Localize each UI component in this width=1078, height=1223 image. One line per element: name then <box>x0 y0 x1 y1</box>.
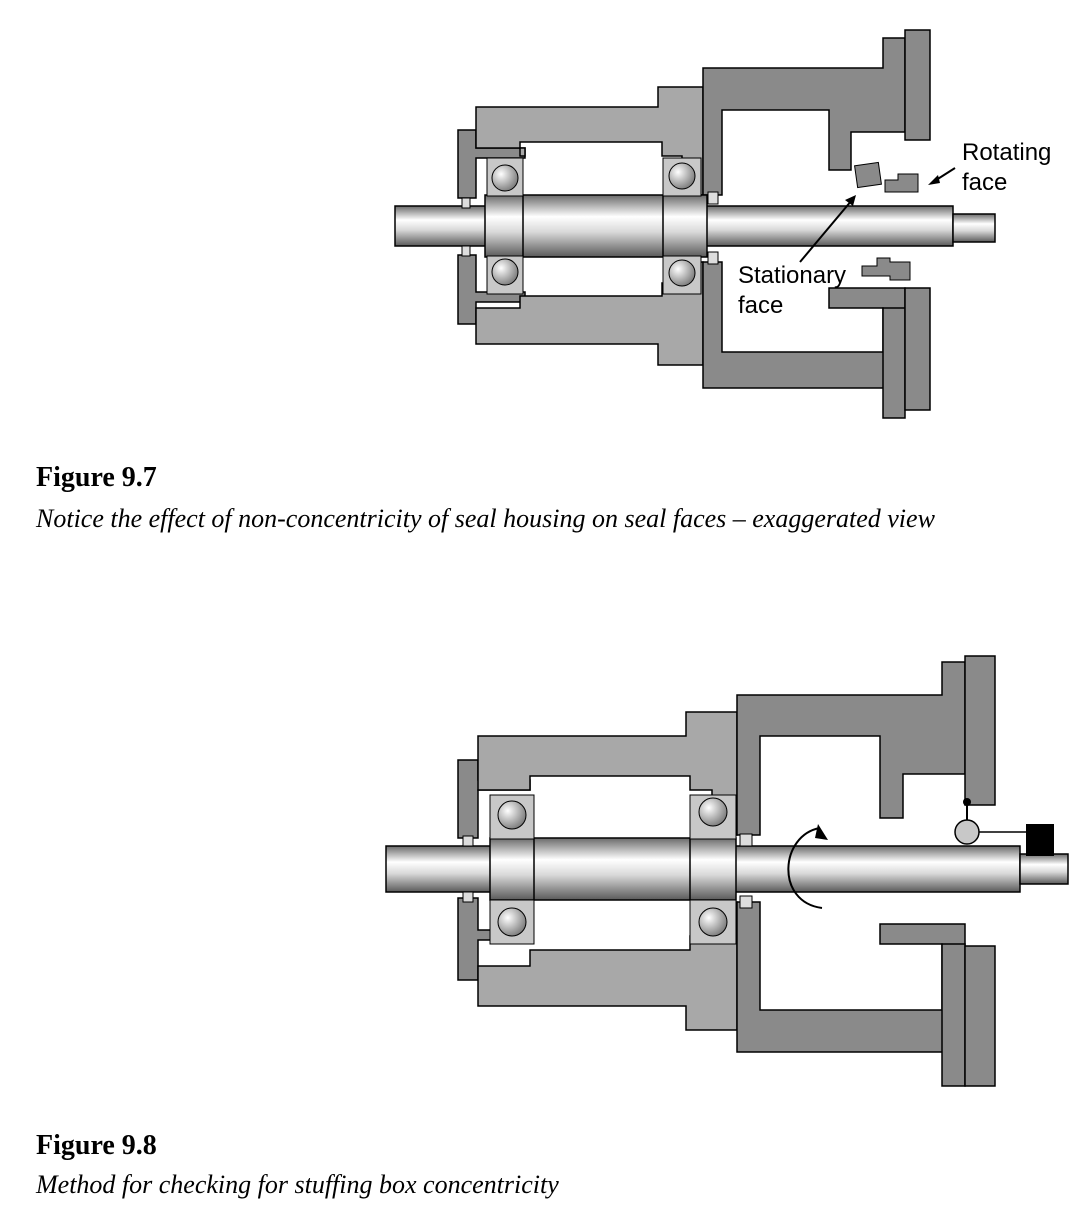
bearing-left-bottom <box>489 899 535 945</box>
stationary-face-label-1: Stationary <box>738 262 846 289</box>
rotation-arrow-icon <box>787 827 823 909</box>
gland-flange-bottom <box>964 945 996 1087</box>
gland-flange-bottom <box>904 287 931 411</box>
stationary-face-arrow <box>799 199 853 263</box>
seal-faces-bottom <box>861 257 911 281</box>
rotating-face-top <box>884 173 919 193</box>
gland-plate-top <box>904 29 931 141</box>
stuffing-box-top <box>702 37 906 196</box>
seal-housing-diagram: Rotating face Stationary face <box>394 29 1051 419</box>
figure-caption: Notice the effect of non-concentricity o… <box>36 504 935 533</box>
bearing-housing-top <box>475 86 704 196</box>
figure-caption: Method for checking for stuffing box con… <box>36 1170 559 1199</box>
stuffing-box-bottom <box>702 261 906 389</box>
bearing-left-top <box>489 794 535 840</box>
gland-plate-bottom <box>941 943 966 1087</box>
bearing-right-top <box>662 157 702 197</box>
bearing-left-bottom <box>486 255 524 295</box>
bearing-housing-top <box>477 711 738 836</box>
rotating-face-label-2: face <box>962 169 1007 196</box>
stationary-face-top <box>854 161 882 189</box>
bearing-right-top <box>689 794 737 840</box>
figure-number: Figure 9.7 <box>36 462 157 493</box>
figure-9-8: Figure 9.8 Method for checking for stuff… <box>0 640 1078 1199</box>
shaft-end <box>1019 853 1069 885</box>
shaft-end <box>952 213 996 243</box>
figure-number: Figure 9.8 <box>36 1130 157 1161</box>
bearing-right-bottom <box>689 899 737 945</box>
shaft-sleeve <box>484 194 708 258</box>
dial-indicator-icon <box>954 798 1054 856</box>
rotating-face-label-1: Rotating <box>962 139 1051 166</box>
bearing-right-bottom <box>662 255 702 295</box>
stationary-face-label-2: face <box>738 292 783 319</box>
gland-plate-bottom <box>882 307 906 419</box>
concentricity-check-diagram <box>385 655 1069 1087</box>
shaft-sleeve <box>489 837 737 901</box>
bearing-left-top <box>486 157 524 197</box>
stuffing-box-bottom <box>736 901 966 1053</box>
gland-plate-top <box>964 655 996 806</box>
figure-9-7: Rotating face Stationary face Figure 9.7… <box>0 0 1078 533</box>
stuffing-box-top <box>736 661 966 836</box>
